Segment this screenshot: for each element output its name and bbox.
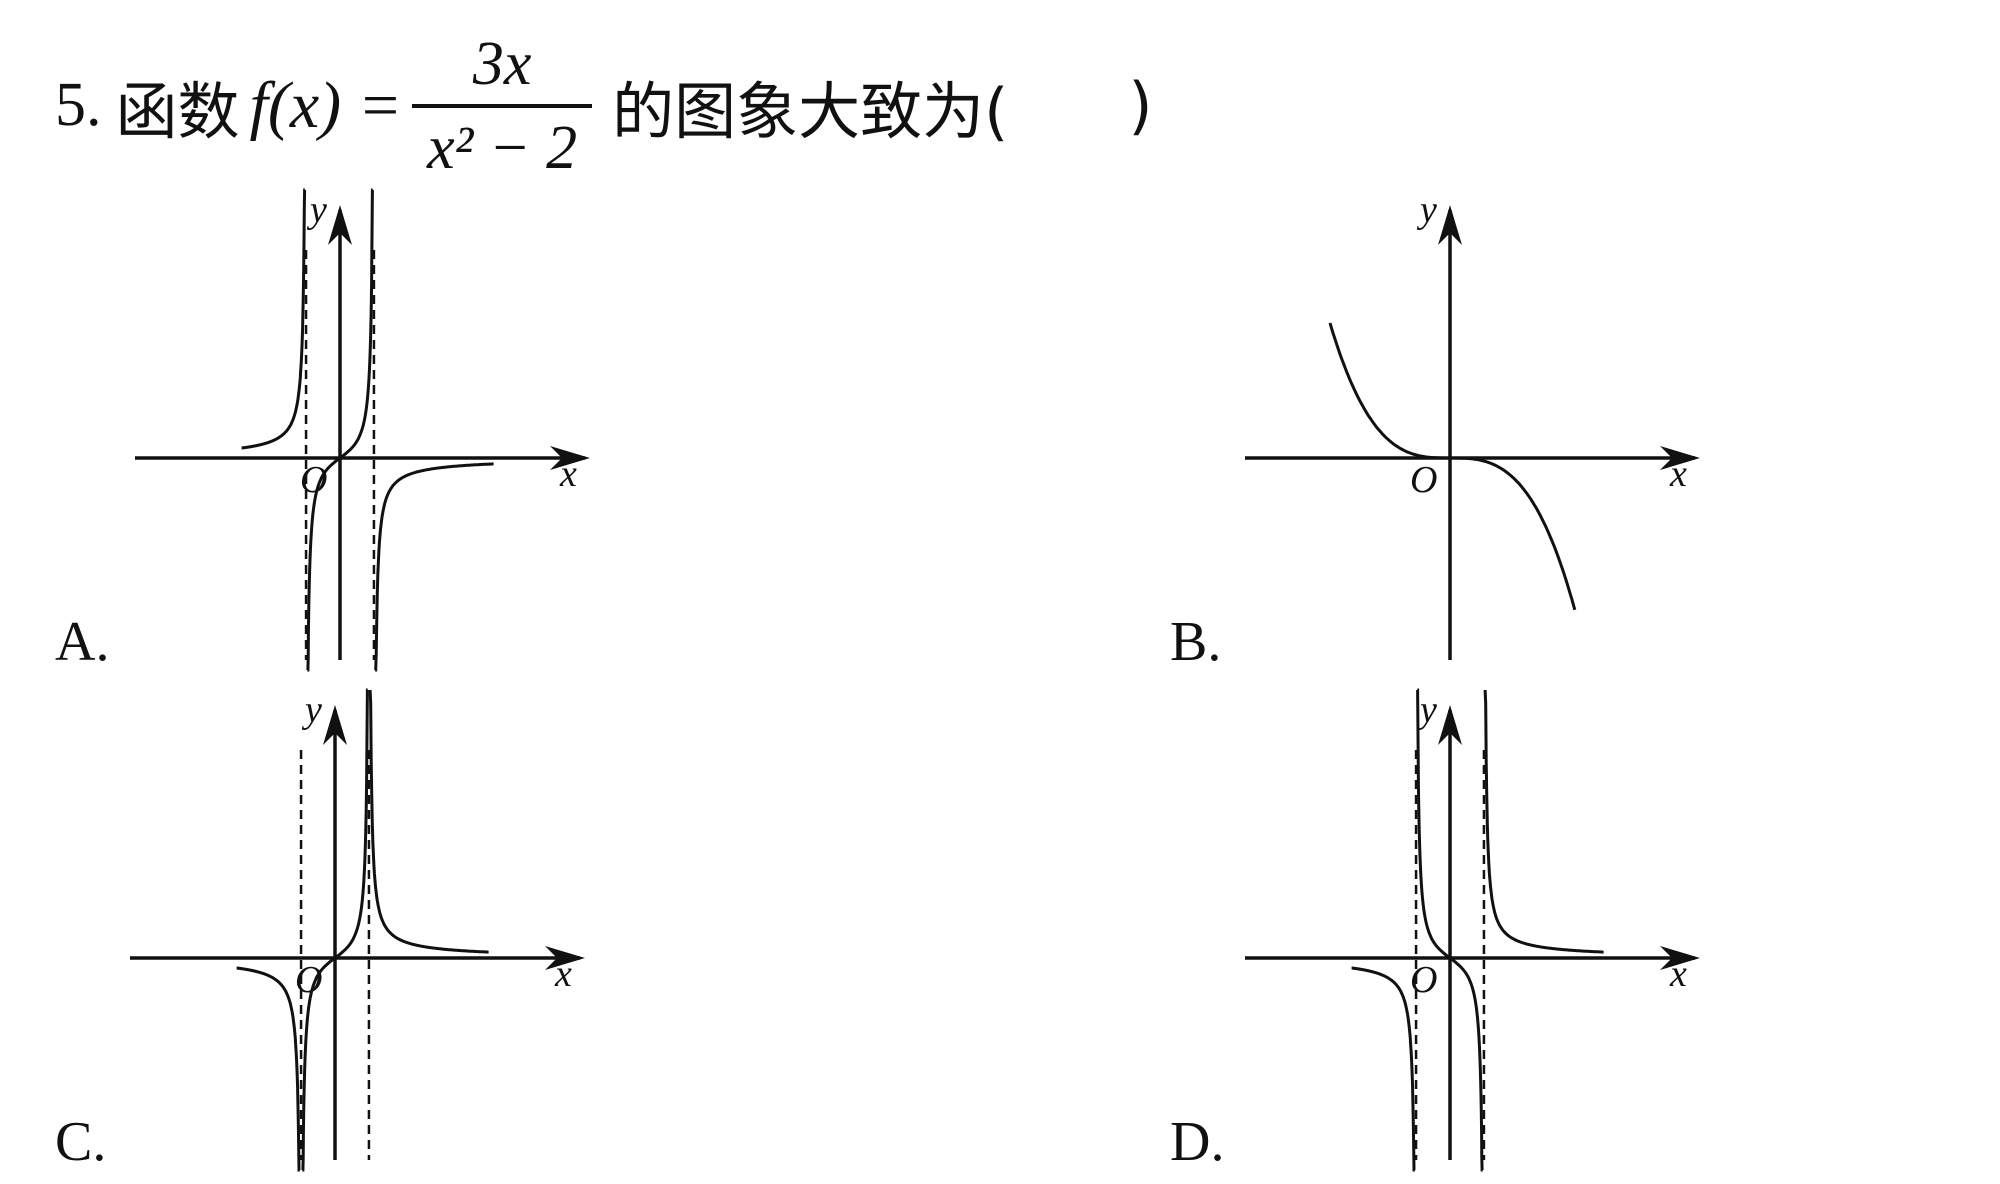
choice-d-x-label: x <box>1669 953 1687 995</box>
choice-d-curve-right <box>1483 689 1604 954</box>
choice-d-y-arrow <box>1438 705 1462 745</box>
choice-c-label[interactable]: C. <box>55 1111 107 1173</box>
choice-b-label[interactable]: B. <box>1170 611 1222 673</box>
choice-d-curve-middle <box>1416 688 1484 1172</box>
choice-a-graph[interactable]: x yO <box>135 188 595 672</box>
choice-a-curve-left <box>241 188 307 450</box>
fraction-numerator: 3x <box>472 29 532 98</box>
choice-d-curve-left <box>1351 966 1416 1172</box>
question-prefix: 函数 <box>115 74 240 148</box>
choice-c-curve-middle <box>301 688 369 1172</box>
choice-a-x-label: x <box>559 453 577 495</box>
choice-b-x-arrow <box>1660 446 1700 470</box>
choice-c-x-arrow <box>545 946 585 970</box>
choice-c-y-arrow <box>323 705 347 745</box>
choice-d-y-label: y <box>1416 689 1437 731</box>
fraction-bar <box>412 103 593 108</box>
choice-c-curve-left <box>236 966 301 1172</box>
choice-a-curve-right <box>374 462 494 672</box>
choice-a-y-label: y <box>306 189 327 231</box>
choice-c-origin-label: O <box>295 959 322 1001</box>
fraction: 3x x² − 2 <box>412 24 593 188</box>
choice-d-graph[interactable]: x yO <box>1245 688 1705 1172</box>
choice-c-graph[interactable]: x yO <box>130 688 590 1172</box>
choice-a-curve-middle <box>306 188 374 672</box>
choice-b-origin-label: O <box>1410 459 1437 501</box>
choice-c-curve-right <box>368 689 489 954</box>
fraction-denominator: x² − 2 <box>427 113 578 182</box>
choice-b-y-label: y <box>1416 189 1437 231</box>
choice-a-x-arrow <box>550 446 590 470</box>
question-close: ) <box>1128 69 1153 142</box>
choice-b-y-arrow <box>1438 205 1462 245</box>
question-suffix: 的图象大致为( <box>612 74 1009 148</box>
choice-b-curve <box>1328 322 1577 611</box>
choice-b-x-label: x <box>1669 453 1687 495</box>
choice-c-x-label: x <box>554 953 572 995</box>
choice-a-label[interactable]: A. <box>55 611 110 673</box>
question-stem: 5. 函数 f(x) = 3x x² − 2 的图象大致为( ) <box>55 30 1153 182</box>
choice-d-label[interactable]: D. <box>1170 1111 1225 1173</box>
choice-d-x-arrow <box>1660 946 1700 970</box>
choice-d-origin-label: O <box>1410 959 1437 1001</box>
function-name: f(x) = <box>249 68 403 142</box>
question-number: 5. <box>55 71 102 139</box>
choice-b-graph[interactable]: x yO <box>1245 189 1705 660</box>
choice-a-origin-label: O <box>300 459 327 501</box>
choice-c-y-label: y <box>301 689 322 731</box>
choice-a-y-arrow <box>328 205 352 245</box>
